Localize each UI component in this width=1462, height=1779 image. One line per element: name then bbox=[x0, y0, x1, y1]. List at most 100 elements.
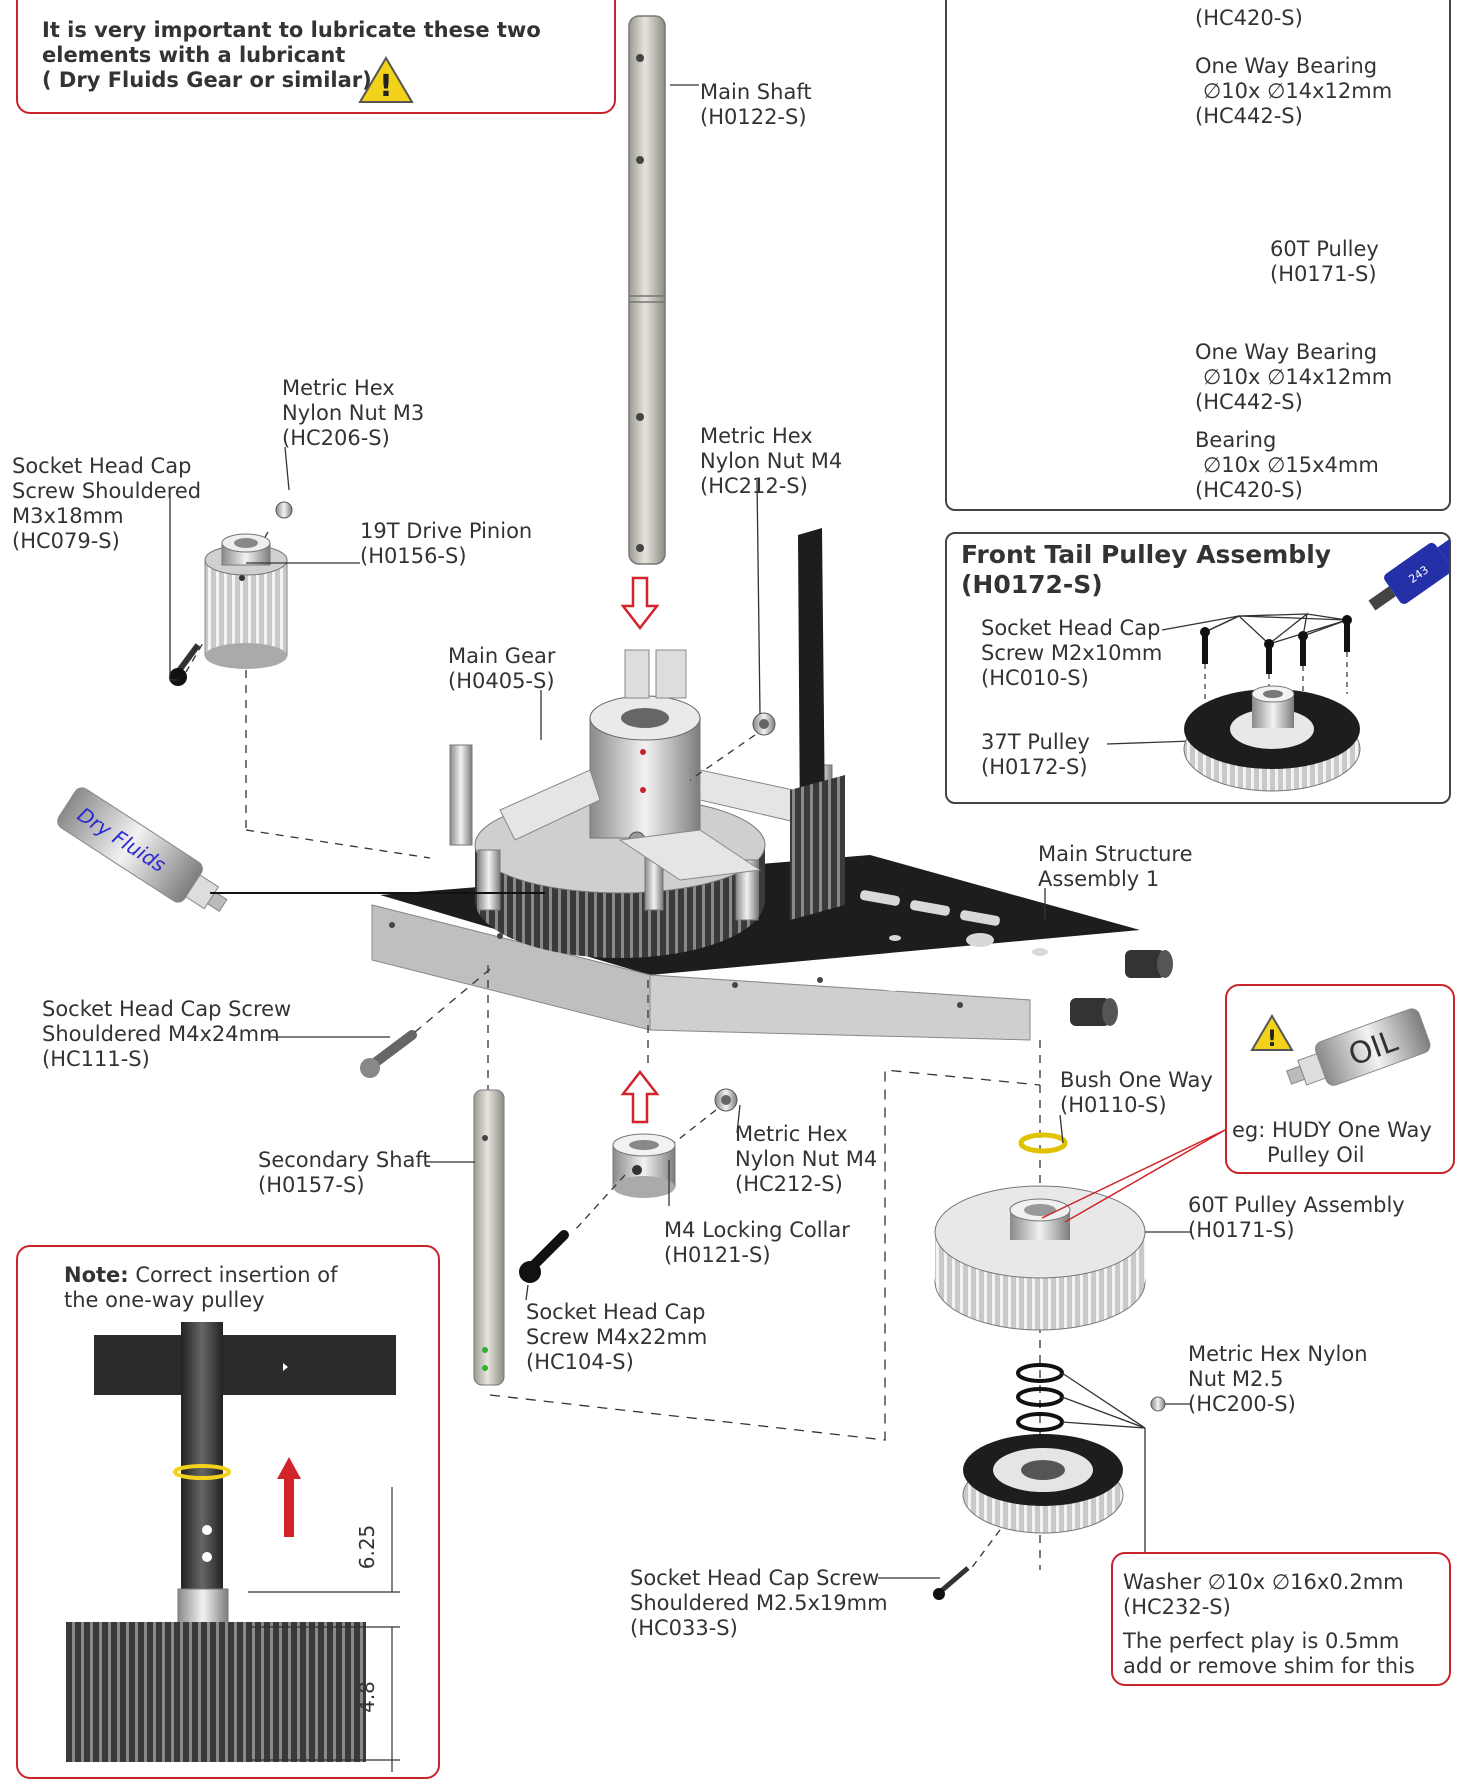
nut-m3-code: (HC206-S) bbox=[282, 426, 390, 450]
main-structure-line1: Main Structure bbox=[1038, 842, 1193, 866]
nut-m25-code: (HC200-S) bbox=[1188, 1392, 1296, 1416]
shoulder-m4-line2: Shouldered M4x24mm bbox=[42, 1022, 280, 1046]
owb1-name: One Way Bearing bbox=[1195, 54, 1378, 78]
main-shaft-code: (H0122-S) bbox=[700, 105, 807, 129]
nut-m25-line2: Nut M2.5 bbox=[1188, 1367, 1284, 1391]
owb2-name: One Way Bearing bbox=[1195, 340, 1378, 364]
nut-m4-top-line1: Metric Hex bbox=[700, 424, 813, 448]
nut-m25 bbox=[1150, 1396, 1166, 1412]
oil-line1: eg: HUDY One Way bbox=[1232, 1118, 1432, 1142]
bearing-size: ∅10x ∅15x4mm bbox=[1203, 453, 1379, 477]
ft-screw-code: (HC010-S) bbox=[981, 666, 1089, 690]
note-diagram: 6.25 4.8 bbox=[66, 1322, 400, 1772]
note-line1: Note: Correct insertion of bbox=[64, 1263, 337, 1288]
washer-line1: Washer ∅10x ∅16x0.2mm bbox=[1123, 1570, 1404, 1594]
warning-line-1: It is very important to lubricate these … bbox=[42, 18, 541, 42]
secondary-shaft bbox=[473, 1089, 505, 1386]
bush-code: (H0110-S) bbox=[1060, 1093, 1167, 1117]
shoulder-m25-code: (HC033-S) bbox=[630, 1616, 738, 1640]
main-shaft bbox=[628, 15, 666, 565]
front-tail-artwork: 243 bbox=[1106, 539, 1449, 792]
pulley60-asm-code: (H0171-S) bbox=[1188, 1218, 1295, 1242]
washer-shim-box: Washer ∅10x ∅16x0.2mm (HC232-S) The perf… bbox=[1111, 1552, 1451, 1686]
oil-bottle-art: ! OIL bbox=[1250, 1008, 1431, 1086]
one-way-pulley-exploded-box bbox=[945, 0, 1451, 511]
warning-triangle-icon: ! bbox=[358, 56, 414, 104]
cap-m4x22-line1: Socket Head Cap bbox=[526, 1300, 706, 1324]
cap-m4x22-line2: Screw M4x22mm bbox=[526, 1325, 708, 1349]
svg-text:!: ! bbox=[1267, 1027, 1277, 1052]
locking-collar bbox=[612, 1133, 676, 1198]
locking-collar-code: (H0121-S) bbox=[664, 1243, 771, 1267]
lubricate-warning-box: It is very important to lubricate these … bbox=[16, 0, 616, 114]
bearing-name: Bearing bbox=[1195, 428, 1277, 452]
shoulder-m25-line1: Socket Head Cap Screw bbox=[630, 1566, 880, 1590]
nut-m4-bot-line2: Nylon Nut M4 bbox=[735, 1147, 878, 1171]
pulley60-name: 60T Pulley bbox=[1270, 237, 1379, 261]
nut-m4-bot-line1: Metric Hex bbox=[735, 1122, 848, 1146]
ft-pulley-code: (H0172-S) bbox=[981, 755, 1088, 779]
main-shaft-name: Main Shaft bbox=[700, 80, 812, 104]
svg-text:!: ! bbox=[379, 69, 393, 104]
dim-6-25: 6.25 bbox=[355, 1525, 379, 1570]
nylon-nut-m4-top bbox=[752, 712, 776, 736]
shouldered-screw-m25 bbox=[933, 1566, 970, 1600]
shouldered-screw-m4x24 bbox=[360, 1030, 417, 1078]
nut-m3-line1: Metric Hex bbox=[282, 376, 395, 400]
warning-line-3: ( Dry Fluids Gear or similar). bbox=[42, 68, 380, 92]
front-tail-code: (H0172-S) bbox=[961, 570, 1103, 599]
bearing-code: (HC420-S) bbox=[1195, 478, 1303, 502]
nut-m4-bot-code: (HC212-S) bbox=[735, 1172, 843, 1196]
bush-name: Bush One Way bbox=[1060, 1068, 1213, 1092]
nut-m4-top-code: (HC212-S) bbox=[700, 474, 808, 498]
owb1-code: (HC442-S) bbox=[1195, 104, 1303, 128]
front-tail-title: Front Tail Pulley Assembly bbox=[961, 540, 1332, 569]
washer-line4: add or remove shim for this bbox=[1123, 1654, 1415, 1678]
main-gear-code: (H0405-S) bbox=[448, 669, 555, 693]
ft-pulley-name: 37T Pulley bbox=[981, 730, 1090, 754]
washer-line3: The perfect play is 0.5mm bbox=[1123, 1629, 1400, 1653]
note-line2: the one-way pulley bbox=[64, 1288, 265, 1312]
shoulder-m3-code: (HC079-S) bbox=[12, 529, 120, 553]
owb2-size: ∅10x ∅14x12mm bbox=[1203, 365, 1393, 389]
cap-screw-m4x22 bbox=[519, 1230, 569, 1283]
front-tail-pulley-box: Front Tail Pulley Assembly (H0172-S) Soc… bbox=[945, 532, 1451, 804]
ft-screw-size: Screw M2x10mm bbox=[981, 641, 1163, 665]
shoulder-m4-line1: Socket Head Cap Screw bbox=[42, 997, 292, 1021]
nut-m25-line1: Metric Hex Nylon bbox=[1188, 1342, 1368, 1366]
bush-one-way bbox=[1018, 1132, 1068, 1154]
cap-m4x22-code: (HC104-S) bbox=[526, 1350, 634, 1374]
drive-pinion bbox=[204, 533, 288, 669]
top-bearing-code: (HC420-S) bbox=[1195, 6, 1303, 30]
pulley60-code: (H0171-S) bbox=[1270, 262, 1377, 286]
secondary-shaft-leader bbox=[425, 1161, 475, 1163]
shoulder-m3-line3: M3x18mm bbox=[12, 504, 124, 528]
pulley-60t-assembly bbox=[934, 1185, 1146, 1331]
warning-line-2: elements with a lubricant bbox=[42, 43, 346, 67]
main-structure-line2: Assembly 1 bbox=[1038, 867, 1160, 891]
nut-m4-top-line2: Nylon Nut M4 bbox=[700, 449, 843, 473]
nylon-nut-m4-bottom bbox=[714, 1088, 738, 1112]
insert-arrow-up bbox=[620, 1069, 660, 1124]
secondary-shaft-name: Secondary Shaft bbox=[258, 1148, 431, 1172]
pinion-code: (H0156-S) bbox=[360, 544, 467, 568]
main-structure bbox=[371, 528, 1173, 1041]
shoulder-m3-leader bbox=[169, 490, 178, 681]
oil-warning-icon bbox=[1250, 1014, 1294, 1051]
shoulder-m3-line1: Socket Head Cap bbox=[12, 454, 192, 478]
secondary-shaft-code: (H0157-S) bbox=[258, 1173, 365, 1197]
main-gear-name: Main Gear bbox=[448, 644, 556, 668]
insert-arrow-down bbox=[620, 576, 660, 631]
owb2-code: (HC442-S) bbox=[1195, 390, 1303, 414]
pulley60-asm-name: 60T Pulley Assembly bbox=[1188, 1193, 1405, 1217]
pinion-name: 19T Drive Pinion bbox=[360, 519, 533, 543]
nut-m3-line2: Nylon Nut M3 bbox=[282, 401, 425, 425]
pulley-37t-lower bbox=[962, 1434, 1124, 1534]
locking-collar-name: M4 Locking Collar bbox=[664, 1218, 850, 1242]
shouldered-screw-m3 bbox=[169, 643, 201, 686]
note-bold: Note: bbox=[64, 1263, 129, 1287]
dim-4-8: 4.8 bbox=[355, 1681, 379, 1713]
shoulder-m25-line2: Shouldered M2.5x19mm bbox=[630, 1591, 888, 1615]
ft-screw-name: Socket Head Cap bbox=[981, 616, 1161, 640]
note-rest: Correct insertion of bbox=[128, 1263, 338, 1287]
